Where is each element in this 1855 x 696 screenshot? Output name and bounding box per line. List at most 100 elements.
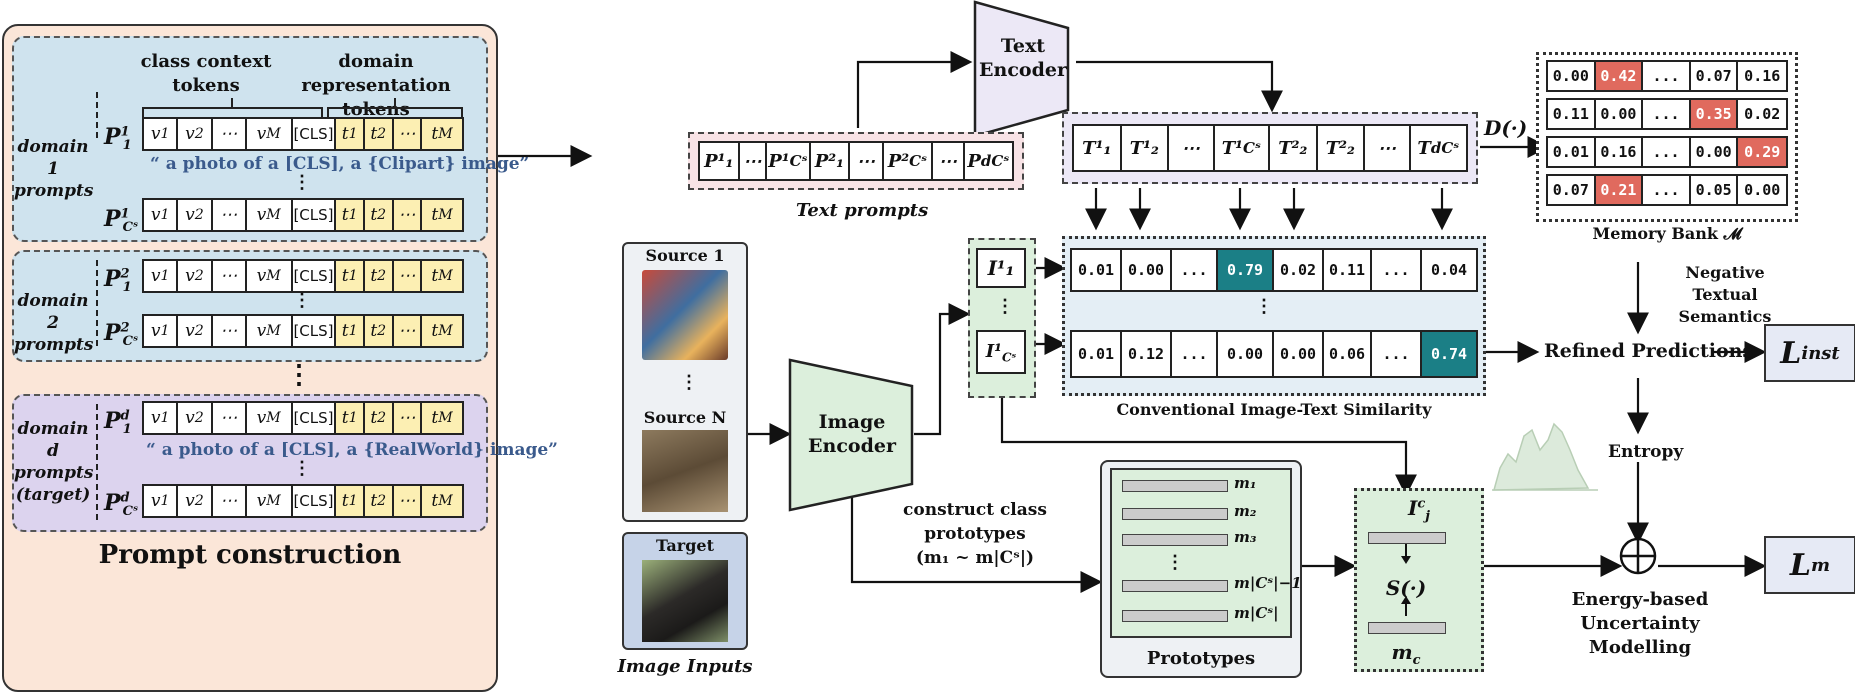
vdots-d1: ⋮ xyxy=(293,172,311,193)
memory-bank-cell: 0.07 xyxy=(1691,62,1739,90)
memory-bank-cell: ... xyxy=(1643,100,1691,128)
memory-bank-cell: 0.16 xyxy=(1744,67,1781,85)
source1-label: Source 1 xyxy=(645,246,725,265)
similarity-cell: 0.00 xyxy=(1274,332,1324,376)
class-context-label: class context tokens xyxy=(140,51,272,96)
vdots-domains: ⋮ xyxy=(286,360,312,390)
similarity-cell: 0.02 xyxy=(1274,250,1324,290)
memory-bank-cell: 0.01 xyxy=(1548,138,1596,166)
negative-semantics-label: Negative Textual Semantics xyxy=(1678,263,1772,326)
memory-bank-cell: 0.11 xyxy=(1548,100,1596,128)
entropy-histogram-icon xyxy=(1492,422,1598,491)
similarity-cell: ... xyxy=(1372,250,1422,290)
similarity-cell: ... xyxy=(1172,332,1218,376)
prototype-label: m₃ xyxy=(1234,528,1257,546)
score-box xyxy=(1354,488,1484,672)
domain2-label: domain 2 prompts xyxy=(14,291,94,355)
sourceN-label: Source N xyxy=(643,408,727,427)
domain-dividers xyxy=(96,260,98,520)
target-label: Target xyxy=(656,536,714,555)
image-encoder-label: Image Encoder xyxy=(808,411,896,457)
memory-bank-cell: 0.35 xyxy=(1690,100,1739,128)
memory-bank-cell: 0.00 xyxy=(1596,100,1644,128)
source1-image xyxy=(642,270,728,360)
memory-bank-cell: 0.16 xyxy=(1596,138,1644,166)
similarity-cell: 0.01 xyxy=(1072,250,1122,290)
memory-bank-cell: 0.29 xyxy=(1738,138,1787,166)
prototype-bar xyxy=(1122,508,1228,520)
prototype-label: m₁ xyxy=(1234,474,1257,492)
prompt-label-p2-1: P21 xyxy=(104,266,132,296)
vdots-image-features: ⋮ xyxy=(996,296,1014,317)
ijc-label: Icj xyxy=(1408,496,1430,524)
text-prompts-label: Text prompts xyxy=(796,200,929,221)
vdots-sources: ⋮ xyxy=(680,372,698,393)
domain1-label: domain 1 prompts xyxy=(14,137,94,201)
vdots-prototypes: ⋮ xyxy=(1166,552,1184,573)
similarity-cell: 0.11 xyxy=(1324,250,1372,290)
clipart-quote: “ a photo of a [CLS], a {Clipart} image” xyxy=(150,154,530,174)
prototype-label: m₂ xyxy=(1234,502,1257,520)
prompt-label-p1-cs: P1Cˢ xyxy=(104,206,139,236)
construct-prototypes-label: construct class prototypes (m₁ ~ m|Cˢ|) xyxy=(903,500,1047,568)
memory-bank-cell: 0.00 xyxy=(1548,62,1596,90)
vdots-dd: ⋮ xyxy=(293,458,311,479)
mc-bar xyxy=(1368,622,1446,634)
entropy-label: Entropy xyxy=(1608,442,1684,462)
memory-bank-cell: 0.07 xyxy=(1548,176,1596,204)
prompt-label-pd-1: Pd1 xyxy=(104,408,132,438)
prompt-construction-title: Prompt construction xyxy=(98,540,402,570)
memory-bank-cell: 0.00 xyxy=(1744,181,1781,199)
domainD-label: domain d prompts (target) xyxy=(14,419,94,505)
memory-bank-label: Memory Bank 𝓜 xyxy=(1592,224,1742,243)
distance-fn-label: D(·) xyxy=(1484,116,1528,140)
prototype-bar xyxy=(1122,610,1228,622)
energy-label: Energy-based Uncertainty Modelling xyxy=(1571,589,1709,658)
refined-predictions-label: Refined Predictions xyxy=(1544,340,1754,362)
domain-repr-label: domain representation tokens xyxy=(301,51,451,120)
similarity-cell: 0.12 xyxy=(1122,332,1172,376)
vdots-similarity: ⋮ xyxy=(1255,296,1273,317)
similarity-cell: 0.79 xyxy=(1218,250,1274,290)
memory-bank-cell: 0.42 xyxy=(1595,62,1644,90)
prototype-bar xyxy=(1122,480,1228,492)
sourceN-image xyxy=(642,430,728,512)
memory-bank-cell: ... xyxy=(1643,176,1691,204)
prototype-bar xyxy=(1122,534,1228,546)
prototype-label: m|Cˢ| xyxy=(1234,604,1279,622)
score-arrows xyxy=(1401,544,1411,616)
prompt-label-p1-1: P11 xyxy=(104,124,132,154)
memory-bank-cell: ... xyxy=(1643,138,1691,166)
image-feature-i1: I¹₁ xyxy=(976,248,1026,288)
score-fn-label: S(·) xyxy=(1385,576,1427,600)
mc-label: mc xyxy=(1391,640,1421,668)
prompt-label-p2-cs: P2Cˢ xyxy=(104,320,139,350)
similarity-cell: 0.00 xyxy=(1122,250,1172,290)
prototypes-label: Prototypes xyxy=(1146,648,1256,669)
prototype-bar xyxy=(1122,580,1228,592)
memory-bank-cell: 0.02 xyxy=(1744,105,1781,123)
image-inputs-label: Image Inputs xyxy=(617,656,753,677)
vdots-d2: ⋮ xyxy=(293,290,311,311)
token-braces xyxy=(96,92,463,140)
similarity-cell: ... xyxy=(1372,332,1422,376)
similarity-cell: 0.04 xyxy=(1430,261,1468,279)
similarity-cell: 0.00 xyxy=(1218,332,1274,376)
target-image xyxy=(642,560,728,642)
memory-bank-cell: 0.05 xyxy=(1691,176,1739,204)
